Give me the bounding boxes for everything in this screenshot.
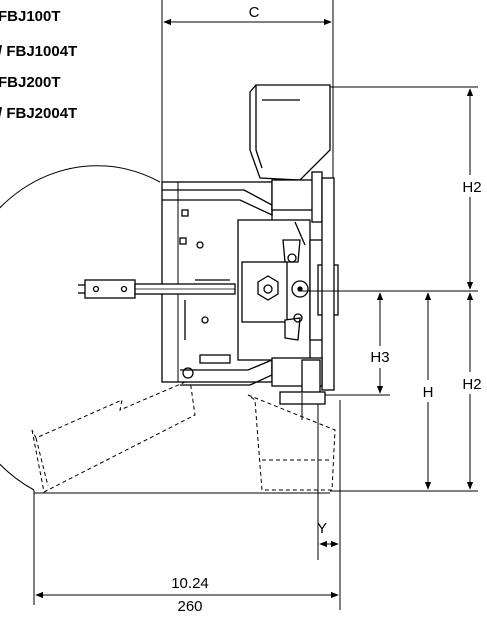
dimension-c: C [161, 0, 334, 200]
dim-y-label: Y [317, 520, 327, 537]
model-label-2: / FBJ1004T [0, 43, 78, 60]
operating-shaft [78, 279, 236, 299]
dim-h2-upper-label: H2 [462, 179, 481, 196]
dim-depth-in-label: 10.24 [171, 575, 209, 592]
handle-swing-arc [0, 165, 330, 494]
dimension-h3: H3 [325, 292, 396, 396]
handle-open-position-dashed [31, 379, 196, 493]
dim-depth-mm-label: 260 [177, 598, 202, 615]
dimension-h: H [305, 290, 478, 490]
dim-h3-label: H3 [370, 349, 389, 366]
mechanism-block [237, 219, 339, 361]
model-label-1: FBJ100T [0, 8, 61, 25]
dim-h-label: H [423, 384, 434, 401]
dimension-depth: 10.24 260 [33, 490, 339, 615]
model-label-4: / FBJ2004T [0, 105, 78, 122]
dim-c-label: C [249, 4, 260, 21]
lower-component-dashed [247, 394, 336, 491]
dim-h2-lower-label: H2 [462, 376, 481, 393]
mounting-bracket [271, 171, 335, 420]
top-door-block [249, 84, 331, 181]
dimension-h2-lower: H2 [330, 292, 487, 492]
model-label-3: FBJ200T [0, 74, 61, 91]
dimension-h2-upper: H2 [330, 86, 487, 290]
